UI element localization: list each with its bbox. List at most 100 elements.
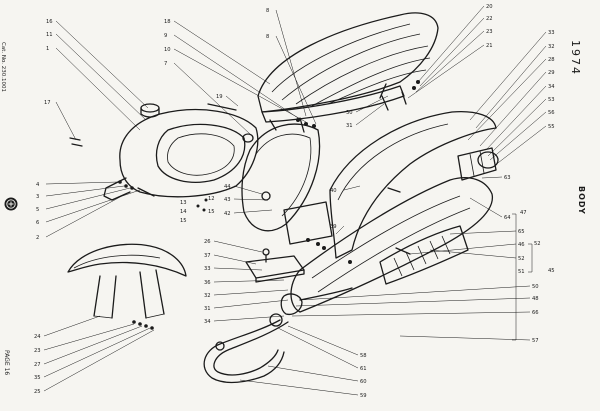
callout-label: 14 <box>180 209 187 215</box>
leader-line <box>267 365 359 382</box>
callout-label: 57 <box>532 338 539 344</box>
leader-line <box>43 315 101 337</box>
page-number: PAGE 16 <box>3 350 10 376</box>
callout-label: 36 <box>204 280 211 286</box>
leader-line <box>45 181 119 185</box>
leader-line <box>335 225 345 235</box>
callout-label: 56 <box>548 110 555 116</box>
leader-line <box>45 185 125 197</box>
callout-label: 52 <box>518 256 525 262</box>
callout-label: 58 <box>360 353 367 359</box>
callout-label: 9 <box>164 33 167 39</box>
callout-label: 33 <box>204 266 211 272</box>
leader-line <box>449 230 517 235</box>
callout-label: 45 <box>548 268 555 274</box>
seat <box>257 12 439 133</box>
callout-label: 4 <box>36 182 40 188</box>
callout-label: 15 <box>180 218 187 224</box>
leader-lines <box>43 5 547 396</box>
small-hardware <box>69 80 420 330</box>
year-label: 1974 <box>569 40 582 76</box>
callout-label: 50 <box>532 284 539 290</box>
side-cover <box>241 123 321 232</box>
leader-line <box>275 9 307 117</box>
leader-line <box>43 323 135 351</box>
leader-line <box>239 379 359 396</box>
leader-line <box>55 47 141 131</box>
leader-line <box>277 327 359 369</box>
leader-line <box>287 325 359 356</box>
callout-label: 15 <box>208 209 215 215</box>
leader-line <box>55 20 149 109</box>
callout-label: 28 <box>548 57 555 63</box>
leader-line <box>173 62 251 135</box>
leader-line <box>213 299 289 309</box>
callout-label: 31 <box>346 123 353 129</box>
callout-label: 7 <box>164 61 167 67</box>
callout-label: 34 <box>548 84 555 90</box>
callout-label: 21 <box>486 43 493 49</box>
leader-line <box>417 5 485 83</box>
leader-line <box>343 185 361 191</box>
leader-line <box>45 195 123 238</box>
leader-line <box>479 71 547 147</box>
callout-label: 6 <box>36 220 39 226</box>
leader-line <box>429 249 517 259</box>
leader-line <box>233 185 263 195</box>
leader-line <box>45 187 131 210</box>
callout-label: 39 <box>330 224 337 230</box>
callout-numbers: 16 11 1 17 4 3 5 6 2 18 9 10 7 19 8 8 30… <box>34 4 555 399</box>
leader-line <box>409 243 517 255</box>
callout-label: 48 <box>532 296 539 302</box>
leader-line <box>275 35 317 125</box>
leader-line <box>355 103 385 126</box>
leader-line <box>407 44 485 99</box>
leader-line <box>213 240 263 253</box>
callout-label: 46 <box>518 242 525 248</box>
callout-label: 23 <box>486 29 493 35</box>
callout-label: 32 <box>548 44 555 50</box>
fuel-tank <box>103 103 259 201</box>
leader-line <box>415 30 485 93</box>
brand-logo-icon <box>4 197 18 211</box>
leader-line <box>295 297 531 307</box>
callout-label: 44 <box>224 184 231 190</box>
callout-label: 25 <box>34 389 41 395</box>
callout-label: 35 <box>34 375 41 381</box>
section-title: BODY <box>577 186 586 215</box>
leader-line <box>55 33 147 121</box>
callout-label: 3 <box>36 194 39 200</box>
callout-label: 42 <box>224 211 231 217</box>
leader-line <box>481 176 503 179</box>
leader-line <box>213 254 257 265</box>
callout-label: 61 <box>360 366 367 372</box>
callout-label: 10 <box>164 47 171 53</box>
front-fender <box>67 243 187 319</box>
leader-line <box>399 335 531 341</box>
leader-line <box>213 267 263 271</box>
leader-line <box>173 48 307 123</box>
callout-label: 32 <box>204 293 211 299</box>
callout-label: 26 <box>204 239 211 245</box>
callout-label: 8 <box>266 34 269 40</box>
callout-label: 11 <box>46 32 53 38</box>
leader-line <box>485 85 547 151</box>
callout-label: 40 <box>330 188 337 194</box>
callout-label: 43 <box>224 197 231 203</box>
callout-label: 33 <box>548 30 555 36</box>
leader-line <box>173 20 271 85</box>
leader-line <box>233 209 273 214</box>
leader-line <box>355 95 389 113</box>
callout-label: 8 <box>266 8 269 14</box>
callout-label: 17 <box>44 100 51 106</box>
callout-label: 53 <box>548 97 555 103</box>
leader-line <box>213 289 289 296</box>
leader-line <box>291 311 531 317</box>
leader-line <box>475 45 547 129</box>
grouping-bracket <box>512 213 533 341</box>
leader-line <box>213 315 285 322</box>
leader-line <box>55 101 77 141</box>
leader-line <box>419 17 485 87</box>
leader-line <box>493 125 547 167</box>
